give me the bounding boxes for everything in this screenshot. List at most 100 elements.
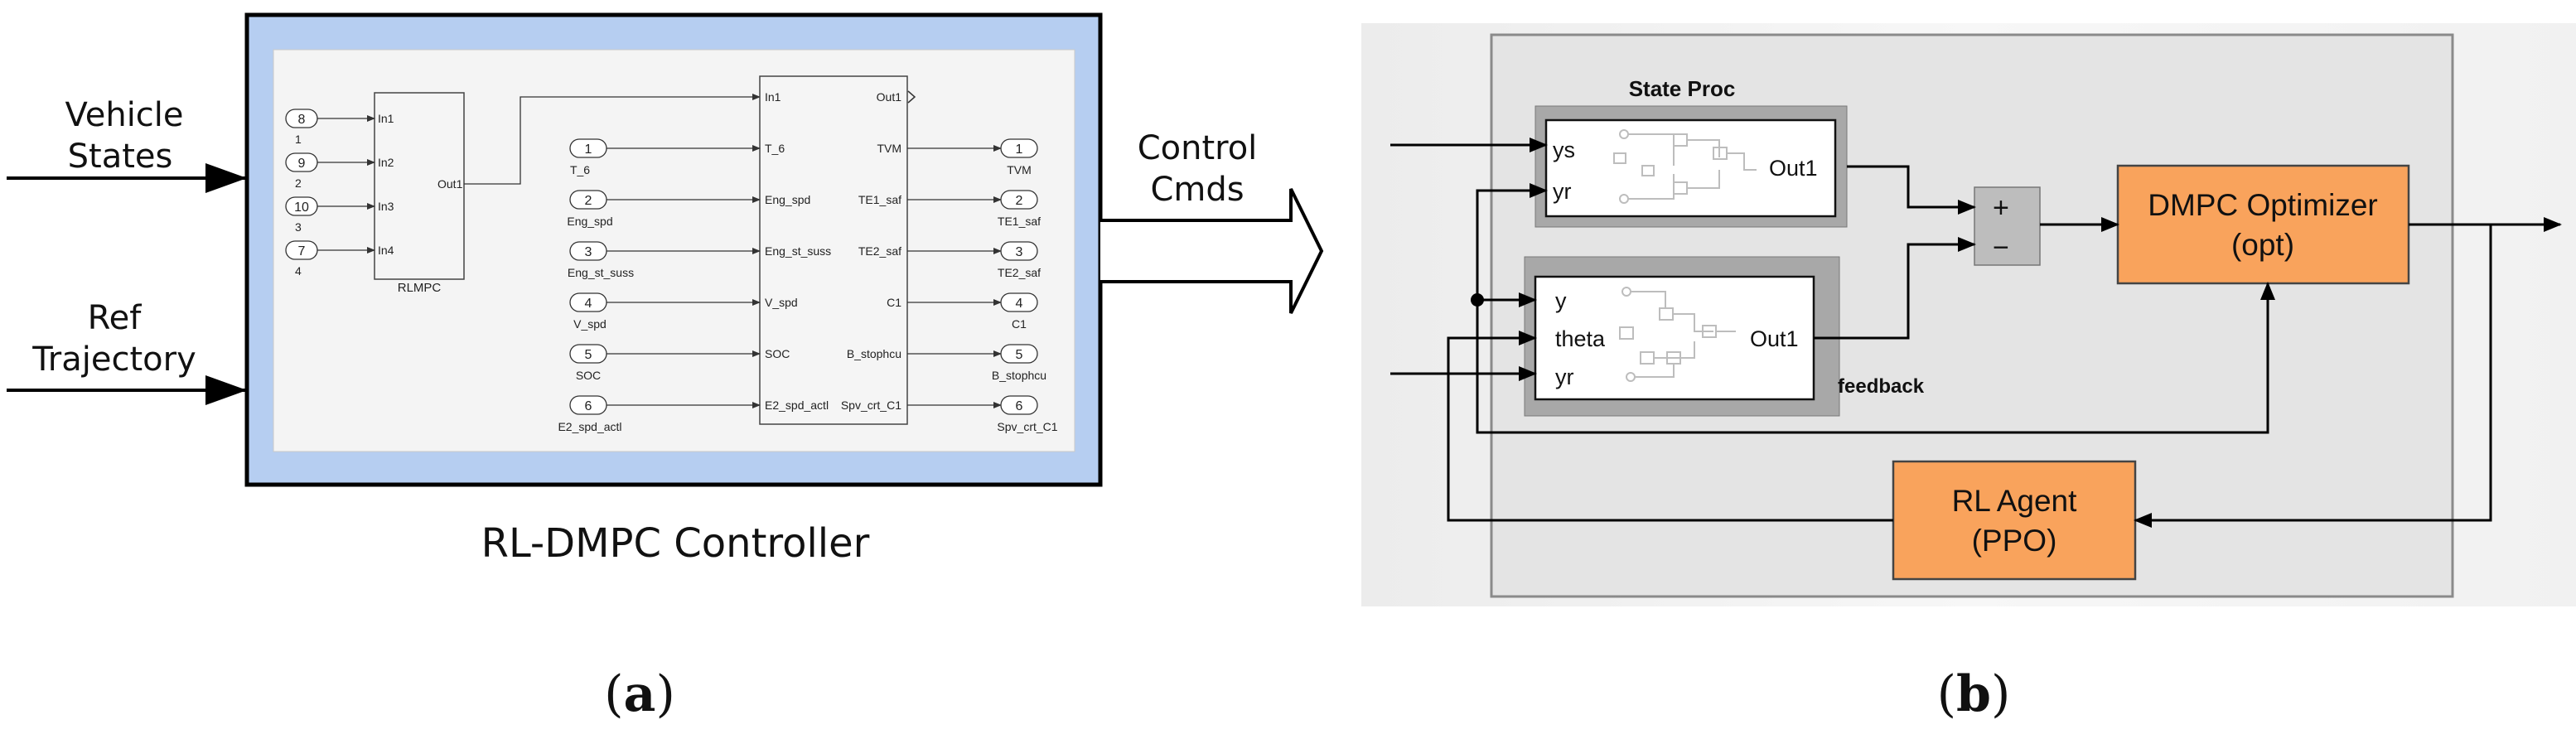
feedback-block: feedback y theta yr Out1 xyxy=(1524,256,1925,417)
subfigure-label-b: (b) xyxy=(1937,665,2011,723)
output-name: C1 xyxy=(1012,317,1027,331)
subsystem-input: 6 E2_spd_actl E2_spd_actl xyxy=(558,395,829,433)
sum-junction: + − xyxy=(1974,186,2041,266)
subsystem-output: TE2_saf 3 TE2_saf xyxy=(858,241,1041,279)
output-name: TVM xyxy=(1007,163,1032,176)
feedback-port-yr: yr xyxy=(1555,365,1574,389)
input-name: E2_spd_actl xyxy=(558,420,621,433)
input-number: 3 xyxy=(585,245,592,259)
inport-number: 8 xyxy=(298,113,306,127)
input-name: Eng_spd xyxy=(567,215,612,228)
branch-junction-dot xyxy=(1471,293,1484,307)
subsystem-input: 2 Eng_spd Eng_spd xyxy=(567,190,810,228)
output-number: 2 xyxy=(1016,194,1023,208)
vehicle-states-label-line1: Vehicle xyxy=(65,96,183,134)
inport-number: 10 xyxy=(294,200,309,215)
rlmpc-to-subsystem-signal xyxy=(464,94,761,185)
subsystem-input: 5 SOC SOC xyxy=(569,344,790,382)
output-number: 5 xyxy=(1016,348,1023,362)
subsystem-body xyxy=(759,75,908,425)
output-port-label: C1 xyxy=(887,296,901,309)
input-number: 6 xyxy=(585,399,592,413)
rlmpc-outport-label: Out1 xyxy=(437,177,463,191)
dmpc-body xyxy=(2116,164,2410,285)
dmpc-label-line1: DMPC Optimizer xyxy=(2148,188,2378,222)
inport-sub: 4 xyxy=(295,264,302,278)
output-port-label: TE1_saf xyxy=(858,193,901,206)
inport-number: 9 xyxy=(298,157,306,171)
state-proc-port-ys: ys xyxy=(1553,138,1575,162)
vehicle-states-label-line2: States xyxy=(68,138,173,176)
ref-trajectory-input: Ref Trajectory xyxy=(7,299,247,405)
input-name: T_6 xyxy=(570,163,590,176)
input-number: 1 xyxy=(585,142,592,157)
input-port-label: SOC xyxy=(765,347,790,360)
output-name: Spv_crt_C1 xyxy=(997,420,1057,433)
state-proc-body xyxy=(1544,118,1837,218)
inport-sub: 2 xyxy=(295,176,302,190)
bus-to-dmpc-bottom xyxy=(1476,282,2275,434)
sum-minus: − xyxy=(1993,232,2009,263)
subsystem-output: TVM 1 TVM xyxy=(877,138,1038,176)
subsystem-output: B_stophcu 5 B_stophcu xyxy=(847,344,1046,382)
rlmpc-port-label: In2 xyxy=(378,156,394,169)
input-port-label: V_spd xyxy=(765,296,798,309)
bus-to-state-proc-yr xyxy=(1476,183,1548,300)
feedback-title: feedback xyxy=(1838,375,1925,398)
vehicle-states-input: Vehicle States xyxy=(7,96,247,193)
rlmpc-inport: 9 In2 2 xyxy=(285,152,394,190)
ref-trajectory-label-line2: Trajectory xyxy=(31,341,196,379)
subsystem-input: 1 T_6 T_6 xyxy=(569,138,785,176)
subsystem-input: 4 V_spd V_spd xyxy=(569,292,798,331)
subsystem-top-in: In1 xyxy=(765,90,781,104)
inport-sub: 1 xyxy=(295,133,302,146)
output-port-label: B_stophcu xyxy=(847,347,901,360)
rlmpc-port-label: In1 xyxy=(378,112,394,125)
input-name: V_spd xyxy=(573,317,607,331)
input-number: 4 xyxy=(585,297,592,311)
input-number: 5 xyxy=(585,348,592,362)
rlmpc-port-label: In4 xyxy=(378,244,394,257)
control-cmds-label-line1: Control xyxy=(1138,129,1258,167)
subsystem-top-out: Out1 xyxy=(877,90,902,104)
dmpc-optimizer-block[interactable]: DMPC Optimizer (opt) xyxy=(2116,164,2410,285)
output-number: 3 xyxy=(1016,245,1023,259)
subsystem-output: C1 4 C1 xyxy=(887,292,1038,331)
state-proc-port-yr: yr xyxy=(1553,179,1572,204)
input-number: 2 xyxy=(585,194,592,208)
panel-a-caption: RL-DMPC Controller xyxy=(481,520,870,567)
subsystem-output: TE1_saf 2 TE1_saf xyxy=(858,190,1041,228)
rl-agent-label-line1: RL Agent xyxy=(1952,484,2078,518)
vehicle-states-arrowhead xyxy=(205,163,247,193)
dmpc-label-line2: (opt) xyxy=(2231,228,2294,262)
sum-block-body xyxy=(1974,186,2041,266)
output-port-label: TE2_saf xyxy=(858,244,901,258)
feedback-port-y: y xyxy=(1555,288,1567,313)
feedback-internal-wiring xyxy=(1619,287,1736,382)
rlmpc-inport: 8 In1 1 xyxy=(285,109,394,146)
feedback-to-sum xyxy=(1814,237,1976,340)
input-port-label: Eng_spd xyxy=(765,193,810,206)
state-proc-title: State Proc xyxy=(1629,76,1736,101)
rl-agent-body xyxy=(1892,460,2137,581)
input-name: Eng_st_suss xyxy=(568,266,634,279)
inport-sub: 3 xyxy=(295,220,302,234)
sum-plus: + xyxy=(1993,192,2009,224)
feedback-out: Out1 xyxy=(1750,326,1799,351)
output-port-label: TVM xyxy=(877,142,901,155)
rl-agent-block[interactable]: RL Agent (PPO) xyxy=(1892,460,2137,581)
ref-trajectory-label-line1: Ref xyxy=(88,299,143,337)
input-port-label: E2_spd_actl xyxy=(765,398,829,412)
rl-agent-to-theta xyxy=(1447,331,1893,522)
output-number: 6 xyxy=(1016,399,1023,413)
output-to-rl-agent xyxy=(2134,225,2492,528)
input-port-label: T_6 xyxy=(765,142,785,155)
rlmpc-inport: 10 In3 3 xyxy=(285,196,394,234)
inport-number: 7 xyxy=(298,244,306,258)
subfigure-label-a: (a) xyxy=(604,665,675,723)
output-name: TE1_saf xyxy=(998,215,1041,228)
state-proc-internal-wiring xyxy=(1613,129,1757,204)
rlmpc-name: RLMPC xyxy=(398,281,442,295)
rl-agent-label-line2: (PPO) xyxy=(1972,524,2057,558)
